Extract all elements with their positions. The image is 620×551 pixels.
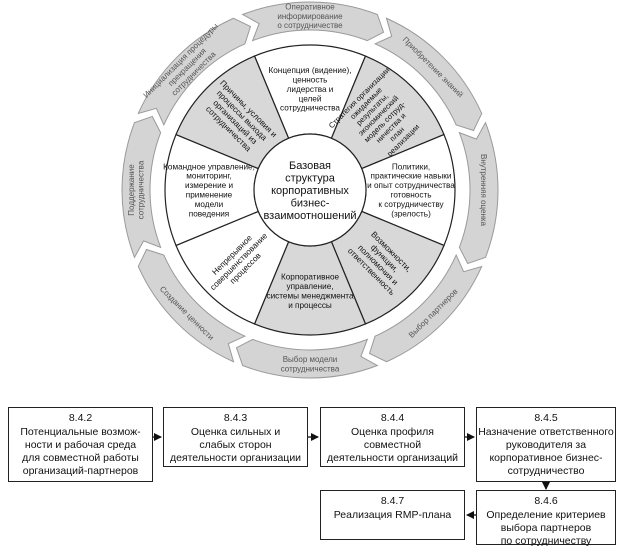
process-number: 8.4.7 xyxy=(380,495,405,507)
process-box-8-4-2: 8.4.2 Потенциальные возмож- ности и рабо… xyxy=(8,407,153,482)
process-text: Оценка сильных и слабых сторон деятельно… xyxy=(169,426,302,464)
process-text: Назначение ответственного руководителя з… xyxy=(478,426,614,477)
process-text: Потенциальные возмож- ности и рабочая ср… xyxy=(20,426,141,477)
process-number: 8.4.2 xyxy=(68,412,93,424)
inner-segment-strategy: Стратегия организации,ожидаемыерезультат… xyxy=(327,55,445,170)
process-number: 8.4.4 xyxy=(380,412,405,424)
outer-segment-label: Внутренняя оценка xyxy=(479,154,488,227)
inner-segment-command: Командное управление,мониторинг,измерени… xyxy=(163,133,260,247)
inner-segment-improvement: Непрерывноесовершенствованиепроцессов xyxy=(175,210,290,325)
outer-segment-internal: Внутренняя оценка xyxy=(458,121,499,265)
process-number: 8.4.6 xyxy=(534,495,558,507)
process-box-8-4-4: 8.4.4 Оценка профиля совместной деятельн… xyxy=(320,407,465,467)
inner-segment-label: Командное управление,мониторинг,измерени… xyxy=(163,162,255,218)
process-box-8-4-3: 8.4.3 Оценка сильных и слабых сторон дея… xyxy=(163,407,308,467)
outer-segment-support: Поддержаниесотрудничества xyxy=(121,115,162,259)
inner-segment-reasons: Причины, условия ипроцессы выходаорганиз… xyxy=(175,55,290,170)
process-text: Реализация RMP-плана xyxy=(333,509,452,521)
process-box-8-4-5: 8.4.5 Назначение ответственного руководи… xyxy=(476,407,616,482)
process-text: Оценка профиля совместной деятельности о… xyxy=(326,426,459,464)
process-text: Определение критериев выбора партнеров п… xyxy=(486,509,606,547)
process-number: 8.4.3 xyxy=(223,412,248,424)
process-number: 8.4.5 xyxy=(534,412,558,424)
inner-segment-capabilities: Возможности,функции,полномочия иответств… xyxy=(330,210,445,325)
process-box-8-4-6: 8.4.6 Определение критериев выбора партн… xyxy=(476,490,616,547)
process-box-8-4-7: 8.4.7 Реализация RMP-плана xyxy=(320,490,465,540)
outer-segment-label: Поддержаниесотрудничества xyxy=(127,160,145,219)
